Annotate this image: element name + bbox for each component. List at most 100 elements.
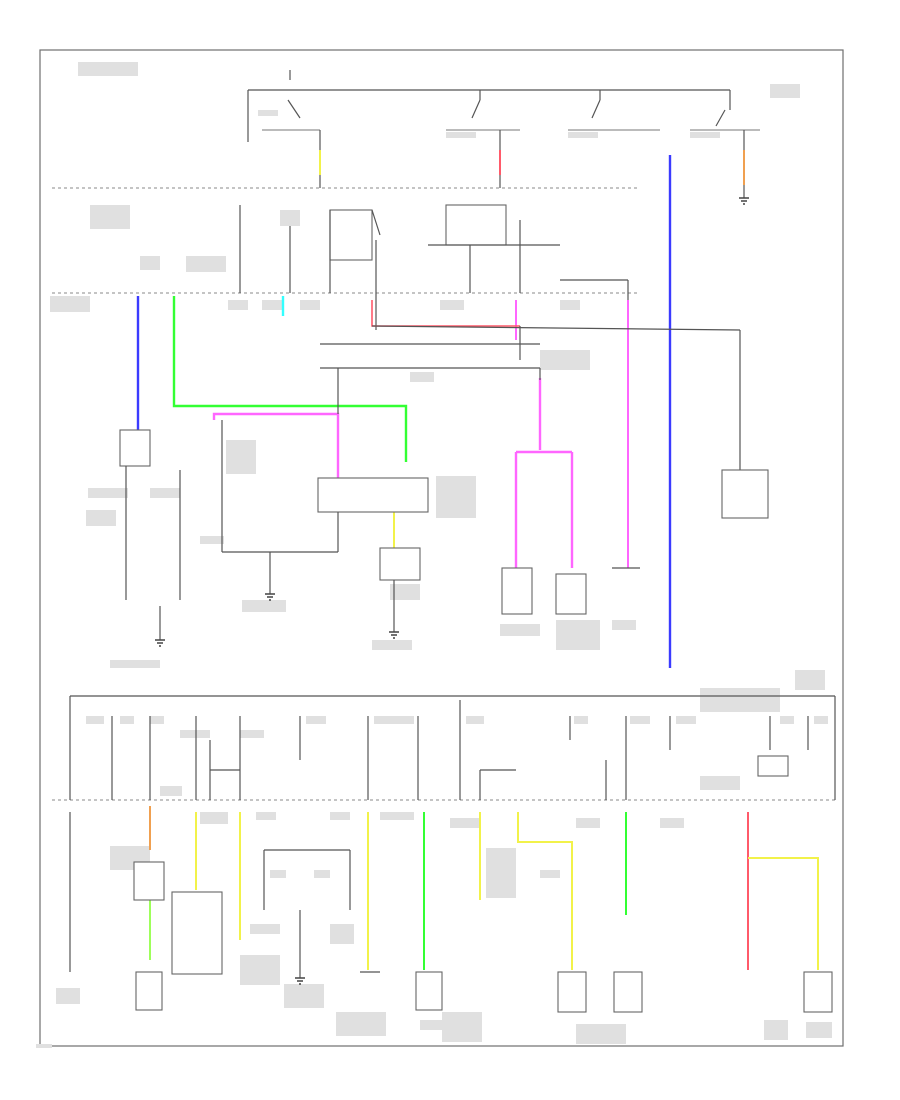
label-block (240, 730, 264, 738)
ground-symbols (155, 197, 749, 985)
lower-components (69, 812, 833, 1013)
ground-symbol (265, 593, 275, 601)
ground-symbol (295, 977, 305, 985)
label-block (660, 818, 684, 828)
label-block (442, 1012, 482, 1042)
center-wiring (119, 279, 769, 640)
load-lower-1 (135, 971, 163, 1011)
load-box-1 (501, 567, 533, 615)
label-block (770, 84, 800, 98)
label-block (56, 988, 80, 1004)
label-blocks (36, 62, 832, 1048)
label-block (700, 776, 740, 790)
label-block (576, 1024, 626, 1044)
label-block (186, 256, 226, 272)
label-block (300, 300, 320, 310)
label-block (676, 716, 696, 724)
label-block (420, 1020, 444, 1030)
label-block (78, 62, 138, 76)
sensor-box-center (379, 547, 421, 581)
label-block (372, 640, 412, 650)
label-block (440, 300, 464, 310)
label-block (374, 716, 414, 724)
label-block (258, 110, 278, 116)
wire-pink-mid (212, 412, 340, 478)
label-block (256, 812, 276, 820)
load-box-2 (555, 573, 587, 615)
label-block (226, 440, 256, 474)
label-block (150, 488, 180, 498)
lower-colored-wires (149, 806, 819, 970)
label-block (86, 510, 116, 526)
module-lower-2 (171, 891, 223, 975)
label-block (540, 870, 560, 878)
label-block (150, 716, 164, 724)
label-block (814, 716, 828, 724)
wire-yellow-low-6 (748, 857, 819, 970)
label-block (120, 716, 134, 724)
diagram-frame (39, 49, 844, 1047)
label-block (284, 984, 324, 1008)
label-block (330, 924, 354, 944)
label-block (690, 132, 720, 138)
label-block (228, 300, 248, 310)
label-block (36, 1044, 52, 1048)
relay-block-center (317, 477, 429, 513)
label-block (90, 205, 130, 229)
colored-wires (136, 150, 745, 668)
label-block (270, 870, 286, 878)
load-lower-4 (613, 971, 643, 1013)
lower-fuse-box (69, 695, 836, 800)
label-block (242, 600, 286, 612)
label-block (314, 870, 330, 878)
label-block (306, 716, 326, 724)
ground-symbol (155, 639, 165, 647)
label-block (466, 716, 484, 724)
starter-box (721, 469, 769, 519)
label-block (410, 372, 434, 382)
label-block (140, 256, 160, 270)
label-block (795, 670, 825, 690)
label-block (200, 536, 224, 544)
label-block (436, 476, 476, 518)
label-block (630, 716, 650, 724)
label-block (280, 210, 300, 226)
label-block (180, 730, 210, 738)
label-block (336, 1012, 386, 1036)
label-block (500, 624, 540, 636)
ground-symbol (739, 197, 749, 205)
switch-block-left (119, 429, 151, 467)
label-block (262, 300, 282, 310)
label-block (450, 818, 480, 828)
label-block (568, 132, 598, 138)
label-block (700, 688, 780, 712)
label-block (88, 488, 128, 498)
label-block (612, 620, 636, 630)
label-block (806, 1022, 832, 1038)
label-block (574, 716, 588, 724)
label-block (540, 350, 590, 370)
label-block (110, 660, 160, 668)
relay-lower-right (757, 755, 789, 777)
label-block (330, 812, 350, 820)
ground-symbol (389, 631, 399, 639)
wire-yellow-low-5 (517, 812, 573, 970)
label-block (780, 716, 794, 724)
module-lower-1 (133, 861, 165, 901)
label-block (556, 620, 600, 650)
label-block (446, 132, 476, 138)
load-lower-5 (803, 971, 833, 1013)
wire-pink-right (514, 378, 574, 568)
label-block (50, 296, 90, 312)
label-block (764, 1020, 788, 1040)
label-block (486, 848, 516, 898)
label-block (200, 812, 228, 824)
label-block (380, 812, 400, 820)
label-block (576, 818, 600, 828)
label-block (560, 300, 580, 310)
label-block (86, 716, 104, 724)
label-block (250, 924, 280, 934)
load-lower-2 (415, 971, 443, 1011)
